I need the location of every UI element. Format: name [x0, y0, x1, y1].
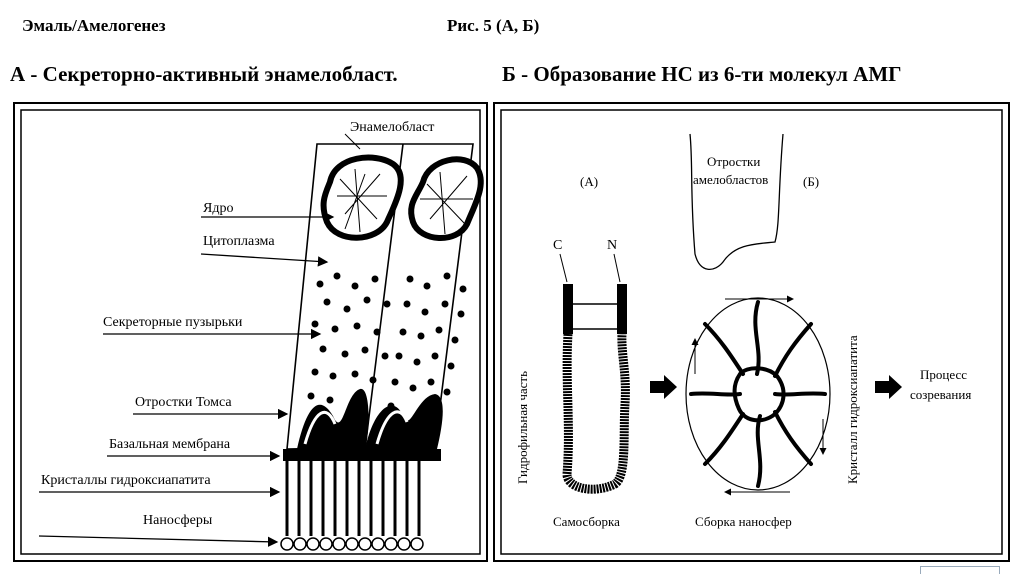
- label-tomes-processes: Отростки Томса: [135, 395, 232, 410]
- enameloblast-label: Энамелобласт: [350, 120, 434, 135]
- bold-arrow-2: [875, 375, 902, 399]
- self-assembly-label: Самосборка: [553, 514, 620, 529]
- label-vesicles: Секреторные пузырьки: [103, 315, 243, 330]
- label-b: (Б): [803, 174, 819, 189]
- inner-frame: [20, 109, 481, 555]
- label-nucleus: Ядро: [203, 201, 233, 216]
- topic-title: Эмаль/Амелогенез: [22, 16, 166, 35]
- nanospheres: [280, 537, 424, 551]
- maturation-label-line2: созревания: [910, 387, 971, 402]
- label-nanospheres: Наносферы: [143, 513, 213, 528]
- figure-reference: Рис. 5 (А, Б): [447, 16, 540, 35]
- enameloblast-diagram: Энамелобласт: [20, 109, 484, 555]
- processes-label-line2: амелобластов: [693, 172, 768, 187]
- corner-tab: [920, 566, 1000, 574]
- basal-membrane: [283, 449, 441, 461]
- subtitle-b: Б - Образование НС из 6-ти молекул АМГ: [502, 62, 902, 86]
- c-terminal-label: C: [553, 238, 562, 253]
- secretory-vesicles: [307, 272, 467, 414]
- inner-frame-b: [500, 109, 1003, 555]
- label-crystals: Кристаллы гидроксиапатита: [41, 473, 211, 488]
- n-terminal-label: N: [607, 238, 617, 253]
- amelogenin-molecule: [562, 284, 630, 494]
- label-a: (А): [580, 174, 598, 189]
- nucleus-right: [408, 156, 484, 241]
- crystal-label: Кристалл гидроксиапатита: [845, 335, 860, 484]
- hydrophilic-label: Гидрофильная часть: [515, 371, 530, 484]
- nanosphere-diagram: (А) (Б) C N Гидрофильная часть Самосборк…: [500, 109, 1003, 555]
- hydroxyapatite-crystals: [285, 461, 421, 536]
- maturation-label-line1: Процесс: [920, 367, 967, 382]
- tomes-processes: [297, 388, 443, 449]
- label-cytoplasm: Цитоплазма: [203, 234, 275, 249]
- processes-label-line1: Отростки: [707, 154, 760, 169]
- label-basal-membrane: Базальная мембрана: [109, 437, 231, 452]
- bold-arrow-1: [650, 375, 677, 399]
- panel-a-enameloblast: Энамелобласт: [13, 102, 488, 562]
- nanosphere-assembly-label: Сборка наносфер: [695, 514, 792, 529]
- subtitle-a: А - Секреторно-активный энамелобласт.: [10, 62, 398, 86]
- nanosphere-assembly: [685, 295, 831, 496]
- nucleus-left: [320, 154, 404, 241]
- panel-b-nanosphere-formation: (А) (Б) C N Гидрофильная часть Самосборк…: [493, 102, 1010, 562]
- ameloblast-processes-sketch: [689, 133, 784, 270]
